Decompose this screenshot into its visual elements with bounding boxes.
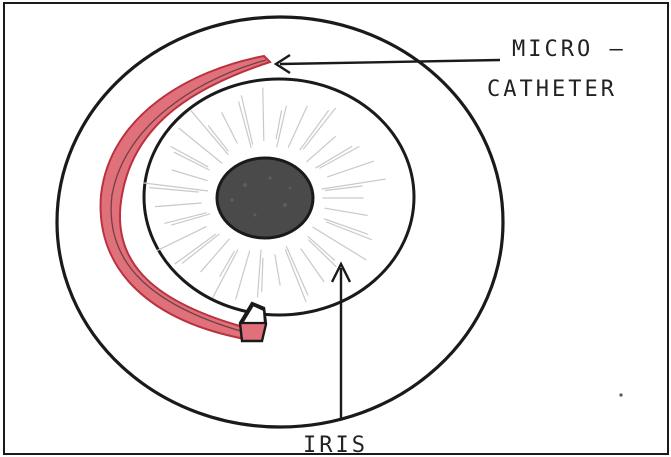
pupil bbox=[217, 158, 313, 238]
paper-speck bbox=[619, 393, 622, 396]
label-micro: MICRO — bbox=[512, 37, 626, 62]
label-iris: IRIS bbox=[303, 433, 368, 457]
label-catheter: CATHETER bbox=[487, 77, 617, 102]
